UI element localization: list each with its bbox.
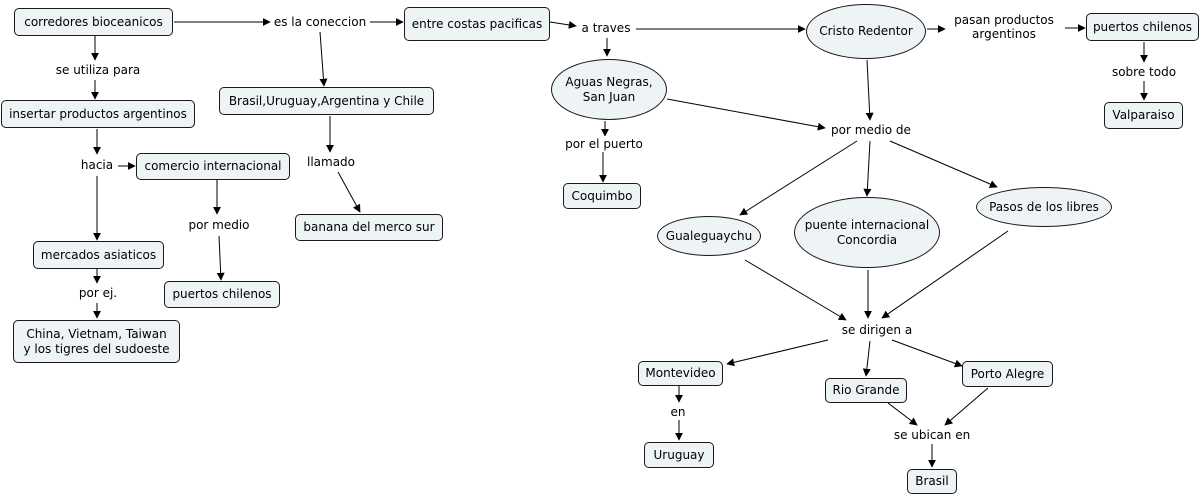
edge-sedirigen-montevideo [726, 339, 829, 367]
concept-mercados-asiaticos[interactable]: mercados asiaticos [33, 241, 164, 269]
link-se-utiliza-para: se utiliza para [52, 62, 144, 78]
link-por-ej: por ej. [75, 285, 121, 301]
concept-cristo-redentor[interactable]: Cristo Redentor [806, 4, 926, 59]
link-hacia: hacia [78, 157, 116, 173]
concept-corredores-bioceanicos[interactable]: corredores bioceanicos [14, 8, 173, 36]
link-llamado: llamado [305, 154, 357, 170]
concept-puertos-chilenos-left[interactable]: puertos chilenos [164, 281, 280, 308]
edge-pasos-sedirigen [881, 230, 1009, 319]
link-es-la-coneccion: es la coneccion [272, 13, 368, 31]
link-se-dirigen-a: se dirigen a [830, 321, 924, 339]
edge-pormediode-guale [739, 140, 858, 216]
link-pasan-productos-argentinos: pasan productos argentinos [946, 12, 1062, 42]
concept-puente-internacional-concordia[interactable]: puente internacional Concordia [794, 197, 940, 268]
concept-montevideo[interactable]: Montevideo [638, 361, 723, 386]
concept-aguas-negras-san-juan[interactable]: Aguas Negras, San Juan [551, 59, 667, 120]
link-sobre-todo: sobre todo [1108, 64, 1180, 80]
concept-porto-alegre[interactable]: Porto Alegre [962, 361, 1053, 387]
link-por-medio: por medio [186, 216, 252, 234]
link-en: en [666, 404, 690, 420]
edge-sedirigen-riogrande [862, 340, 871, 377]
edge-pormediode-concordia [863, 140, 872, 197]
edge-llamado-banana [337, 171, 361, 213]
edge-pormedio-puertos [216, 235, 225, 281]
concept-brasil[interactable]: Brasil [907, 469, 957, 494]
link-por-medio-de: por medio de [826, 121, 916, 139]
edge-costas-atraves [549, 20, 577, 29]
concept-entre-costas-pacificas[interactable]: entre costas pacificas [404, 7, 550, 41]
link-a-traves: a traves [578, 20, 634, 36]
concept-comercio-internacional[interactable]: comercio internacional [136, 153, 290, 180]
concept-gualeguaychu[interactable]: Gualeguaychu [657, 216, 761, 256]
edge-guale-sedirigen [744, 259, 847, 321]
concept-china-vietnam-taiwan[interactable]: China, Vietnam, Taiwan y los tigres del … [13, 320, 180, 363]
edge-esla-brasil [319, 31, 328, 87]
edge-cristo-pormediode [865, 59, 874, 121]
concept-banana-merco-sur[interactable]: banana del merco sur [295, 214, 443, 241]
edge-sedirigen-portoalegre [891, 339, 963, 368]
concept-valparaiso[interactable]: Valparaiso [1104, 102, 1183, 129]
concept-uruguay[interactable]: Uruguay [644, 442, 714, 468]
concept-puertos-chilenos-right[interactable]: puertos chilenos [1086, 13, 1199, 41]
edge-aguas-pormediode [666, 98, 826, 131]
edge-pormediode-pasos [889, 140, 998, 188]
concept-insertar-productos[interactable]: insertar productos argentinos [1, 100, 195, 128]
concept-rio-grande[interactable]: Rio Grande [825, 378, 907, 403]
concept-coquimbo[interactable]: Coquimbo [563, 183, 641, 209]
concept-brasil-uruguay-argentina-chile[interactable]: Brasil,Uruguay,Argentina y Chile [219, 87, 434, 115]
concept-pasos-de-los-libres[interactable]: Pasos de los libres [976, 187, 1112, 227]
edge-portoalegre-seubican [944, 387, 989, 426]
link-por-el-puerto: por el puerto [560, 136, 648, 152]
link-se-ubican-en: se ubican en [890, 426, 974, 443]
edge-riogrande-seubican [887, 402, 918, 426]
